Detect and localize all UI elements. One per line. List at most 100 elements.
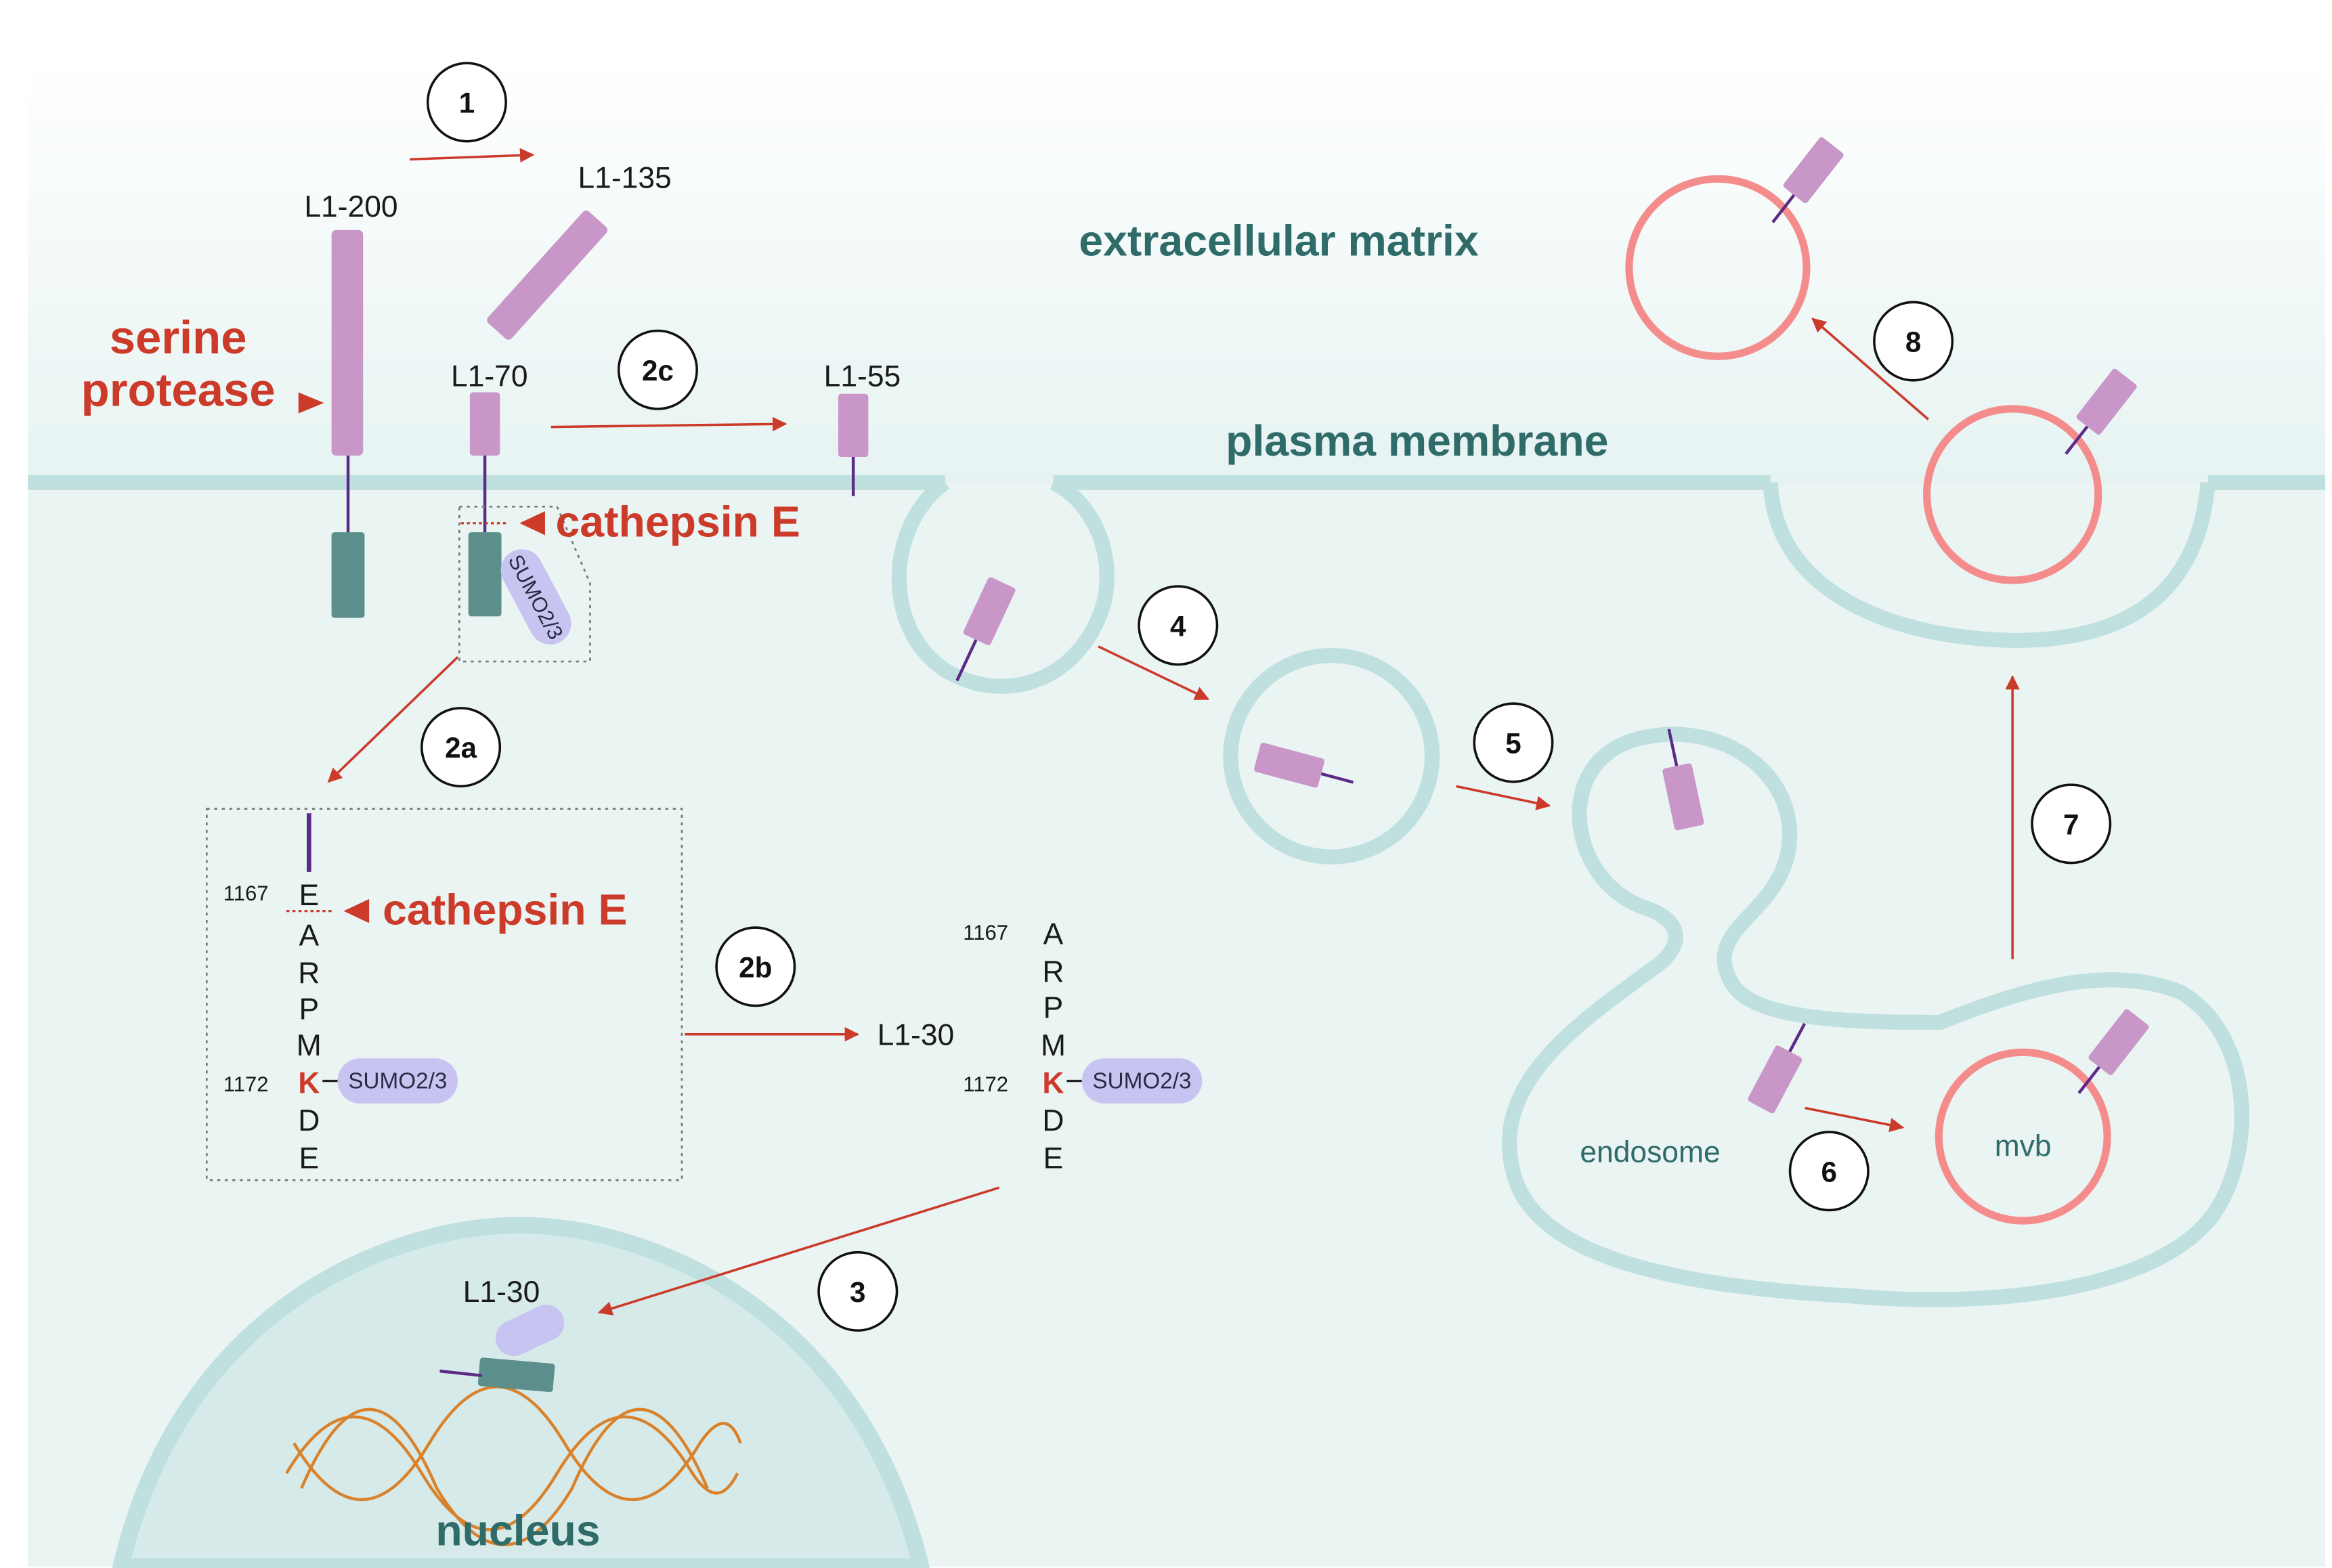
l1-70-protein bbox=[468, 392, 502, 617]
label-nucleus: nucleus bbox=[435, 1506, 600, 1555]
arrow-step-5 bbox=[1456, 785, 1551, 810]
exocytic-pit bbox=[1763, 481, 2216, 649]
step-2c-label: 2c bbox=[642, 355, 674, 387]
label-l1-30-arrow: L1-30 bbox=[878, 1018, 955, 1051]
l1-in-vesicle-ecto bbox=[1254, 743, 1325, 788]
seq-box-residue: D bbox=[298, 1104, 320, 1137]
l1-exosome-pit-tm bbox=[2065, 425, 2089, 455]
l1-30-stub bbox=[439, 1369, 482, 1377]
seq-right-residue: E bbox=[1043, 1141, 1064, 1175]
cathepsin-e-pointer-top bbox=[519, 510, 545, 536]
label-protease: protease bbox=[81, 364, 276, 416]
seq-box-start-number: 1167 bbox=[223, 881, 269, 905]
step-circle-6 bbox=[1788, 1131, 1870, 1212]
l1-in-pit-tm bbox=[955, 639, 978, 682]
extracellular-space bbox=[28, 60, 2326, 485]
l1-70-cytoplasmic-domain bbox=[468, 532, 502, 617]
l1-55-ectodomain bbox=[838, 393, 869, 458]
l1-on-released-exosome bbox=[1771, 137, 1844, 223]
step-circle-5 bbox=[1473, 702, 1554, 783]
label-l1-200: L1-200 bbox=[304, 190, 397, 223]
l1-in-pit-ecto bbox=[963, 577, 1016, 645]
arrow-step-3 bbox=[597, 1186, 1000, 1315]
seq-right-residue: D bbox=[1042, 1104, 1064, 1137]
step-circle-3 bbox=[817, 1250, 899, 1332]
l1-200-ectodomain bbox=[331, 230, 364, 456]
step-circle-8 bbox=[1873, 301, 1954, 382]
seq-right-residue: A bbox=[1043, 917, 1064, 951]
seq-right-residue: M bbox=[1041, 1029, 1066, 1062]
seq-right-k-number: 1172 bbox=[963, 1072, 1008, 1096]
seq-right-lysine: K bbox=[1042, 1066, 1064, 1099]
seq-right-sumo-label: SUMO2/3 bbox=[1092, 1069, 1191, 1094]
label-plasma-membrane: plasma membrane bbox=[1226, 416, 1608, 465]
step-8-label: 8 bbox=[1905, 326, 1921, 358]
arrow-step-2a bbox=[327, 656, 459, 783]
label-cathepsin-e-box: cathepsin E bbox=[383, 886, 627, 934]
step-circle-2b bbox=[715, 926, 796, 1007]
endosome-shape bbox=[1502, 726, 2249, 1307]
l1-exosome-pit-ecto bbox=[2076, 368, 2137, 435]
label-l1-135: L1-135 bbox=[578, 162, 671, 195]
step-circle-7 bbox=[2031, 783, 2112, 865]
label-mvb: mvb bbox=[1995, 1130, 2052, 1163]
seq-right-residue: R bbox=[1042, 955, 1064, 988]
seq-box-lysine: K bbox=[298, 1066, 320, 1099]
seq-box-residue: E bbox=[299, 879, 319, 912]
l1-200-cytoplasmic-domain bbox=[331, 532, 365, 618]
label-l1-70: L1-70 bbox=[451, 360, 528, 393]
l1-30-sumo-in-nucleus bbox=[495, 1305, 565, 1357]
l1-in-vesicle-tm bbox=[1320, 772, 1354, 784]
l1-exosome-tm bbox=[1771, 194, 1796, 223]
label-serine: serine bbox=[110, 311, 247, 364]
l1-mvb-ecto bbox=[2088, 1009, 2149, 1075]
l1-in-endosome-bottom bbox=[1748, 1022, 1807, 1114]
step-2b-label: 2b bbox=[739, 951, 772, 983]
seq-right-residues: A R P M K D E bbox=[1041, 917, 1066, 1175]
l1-endosome-top-tm bbox=[1667, 728, 1679, 766]
sequence-detail-box bbox=[205, 808, 683, 1181]
l1-endosome-top-ecto bbox=[1662, 763, 1704, 831]
process-arrows bbox=[327, 148, 2020, 1315]
l1-in-vesicle bbox=[1254, 743, 1354, 788]
released-exosome bbox=[1625, 175, 1811, 360]
l1-endosome-bottom-ecto bbox=[1748, 1045, 1802, 1114]
sumo-pill-vertical bbox=[500, 549, 571, 645]
mvb-vesicle bbox=[1935, 1048, 2111, 1225]
seq-box-residue: E bbox=[299, 1141, 319, 1175]
arrow-step-8 bbox=[1811, 318, 1929, 420]
label-cathepsin-e-top: cathepsin E bbox=[555, 498, 800, 546]
seq-box-residue: R bbox=[298, 957, 320, 990]
l1-on-mvb-vesicle bbox=[2077, 1009, 2149, 1094]
serine-protease-pointer bbox=[298, 392, 324, 414]
sumo-site-box bbox=[458, 505, 591, 663]
l1-exosome-ecto bbox=[1783, 137, 1844, 204]
seq-box-residue: P bbox=[299, 993, 319, 1026]
arrow-step-2c bbox=[550, 416, 787, 432]
endocytic-pit bbox=[891, 475, 1115, 694]
l1-135-fragment bbox=[487, 210, 608, 340]
dna-helix bbox=[285, 1385, 742, 1546]
label-l1-30-nucleus: L1-30 bbox=[463, 1276, 540, 1309]
seq-right-residue: P bbox=[1043, 991, 1064, 1024]
l1-200-protein bbox=[331, 230, 365, 618]
l1-in-pit bbox=[955, 577, 1016, 682]
seq-right-start-number: 1167 bbox=[963, 921, 1008, 944]
step-circle-2a bbox=[420, 707, 502, 788]
arrow-step-1 bbox=[410, 148, 535, 163]
cathepsin-e-pointer-box bbox=[343, 898, 370, 923]
arrow-step-6 bbox=[1805, 1106, 1905, 1133]
endocytic-vesicle bbox=[1223, 648, 1440, 865]
l1-on-exosome-pit bbox=[2065, 368, 2137, 455]
step-2a-label: 2a bbox=[445, 732, 477, 764]
seq-box-sumo-pill bbox=[337, 1058, 458, 1104]
label-extracellular-matrix: extracellular matrix bbox=[1079, 216, 1479, 265]
step-3-label: 3 bbox=[850, 1276, 865, 1308]
exosome-in-pit bbox=[1923, 405, 2102, 584]
l1-endosome-bottom-tm bbox=[1788, 1022, 1807, 1053]
l1-70-ectodomain bbox=[469, 392, 500, 456]
l1-30-in-nucleus bbox=[477, 1357, 555, 1393]
step-1-label: 1 bbox=[459, 87, 475, 119]
step-4-label: 4 bbox=[1170, 610, 1186, 642]
